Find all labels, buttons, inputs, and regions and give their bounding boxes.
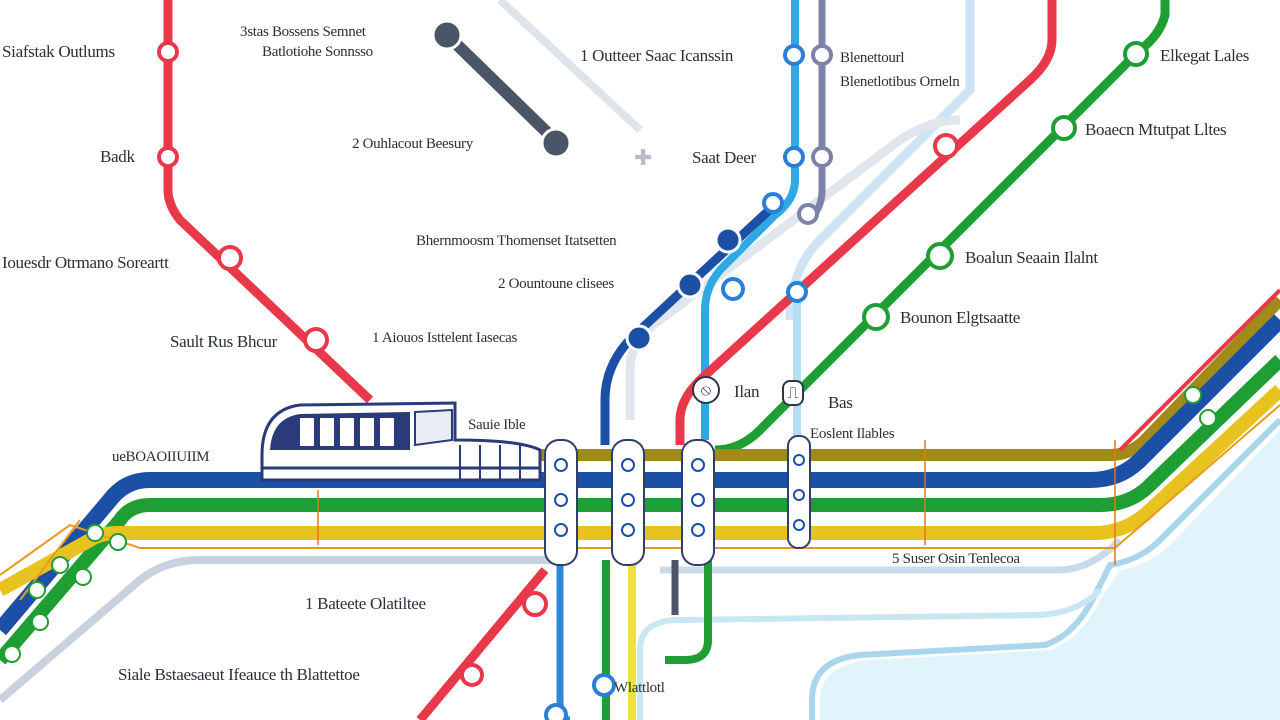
green-line-south-2 [665, 560, 712, 664]
station-label: Siale Bstaesaeut Ifeauce th Blattettoe [118, 665, 360, 684]
lavender-line [805, 0, 826, 223]
blue-line-south [556, 560, 571, 720]
water-shore-2 [637, 587, 1103, 720]
exit-door-icon: ⎍ [782, 380, 804, 406]
slash-circle-icon: ⦸ [692, 376, 720, 404]
tram-icon [260, 401, 542, 482]
red-line-east [675, 0, 1057, 445]
grey-line-mid [625, 115, 961, 420]
station-label: Blenettourl [840, 50, 905, 66]
water-shore [809, 417, 1280, 720]
station-label: ueBOAOIIUIIM [112, 449, 210, 465]
light-blue-line [701, 0, 799, 440]
station-label: Siafstak Outlums [2, 42, 115, 61]
stations-blue [544, 44, 808, 720]
station-label: Elkegat Lales [1160, 46, 1250, 65]
station-label: Iouesdr Otrmano Soreartt [2, 253, 169, 272]
stations-slate [431, 19, 572, 159]
station-label: Wlattlotl [614, 680, 665, 696]
grey-line-diagonal [497, 0, 643, 133]
orange-thin-band [0, 404, 1280, 576]
grey-line-east [660, 537, 1123, 574]
stations-band [3, 386, 1217, 663]
station-label: 2 Ouhlacout Beesury [352, 136, 473, 152]
stations-green [862, 41, 1149, 331]
stations-red [157, 41, 959, 687]
station-label: Boalun Seaain Ilalnt [965, 248, 1098, 267]
station-label: Saat Deer [692, 148, 756, 167]
station-label: Boaecn Mtutpat Lltes [1085, 120, 1227, 139]
station-label: 1 Outteer Saac Icanssin [580, 46, 734, 65]
station-label: Bounon Elgtsaatte [900, 308, 1021, 327]
station-label: Bas [828, 393, 853, 412]
grey-line-south [0, 556, 560, 704]
capsule-dots [554, 454, 805, 537]
station-label: 2 Oountoune clisees [498, 276, 614, 292]
station-label: Eoslent Ilables [810, 426, 895, 442]
red-line-west [163, 0, 374, 404]
plus-icon: ✚ [634, 146, 653, 171]
station-label: Bhernmoosm Thomenset Itatsetten [416, 233, 617, 249]
slate-line [441, 29, 566, 151]
station-label: Sault Rus Bhcur [170, 332, 277, 351]
water-area [820, 430, 1280, 720]
grey-line-north [785, 0, 975, 321]
station-label: 1 Bateete Olatiltee [305, 594, 426, 613]
station-label: Sauie Ible [468, 417, 526, 433]
station-label: Blenetlotibus Orneln [840, 74, 960, 90]
station-label: 3stas Bossens Semnet [240, 24, 366, 40]
olive-band [540, 295, 1280, 461]
band-ticks [317, 440, 1116, 565]
stations-navy [625, 226, 742, 352]
station-label: Batlotiohe Sonnsso [262, 44, 373, 60]
red-line-south [416, 567, 549, 720]
stations-lavender [797, 44, 833, 225]
station-label: Ilan [734, 382, 760, 401]
red-band-east [1118, 288, 1280, 452]
station-label: Badk [100, 147, 135, 166]
station-label: 1 Aiouos Isttelent Iasecas [372, 330, 518, 346]
station-label: 5 Suser Osin Tenlecoa [892, 551, 1020, 567]
